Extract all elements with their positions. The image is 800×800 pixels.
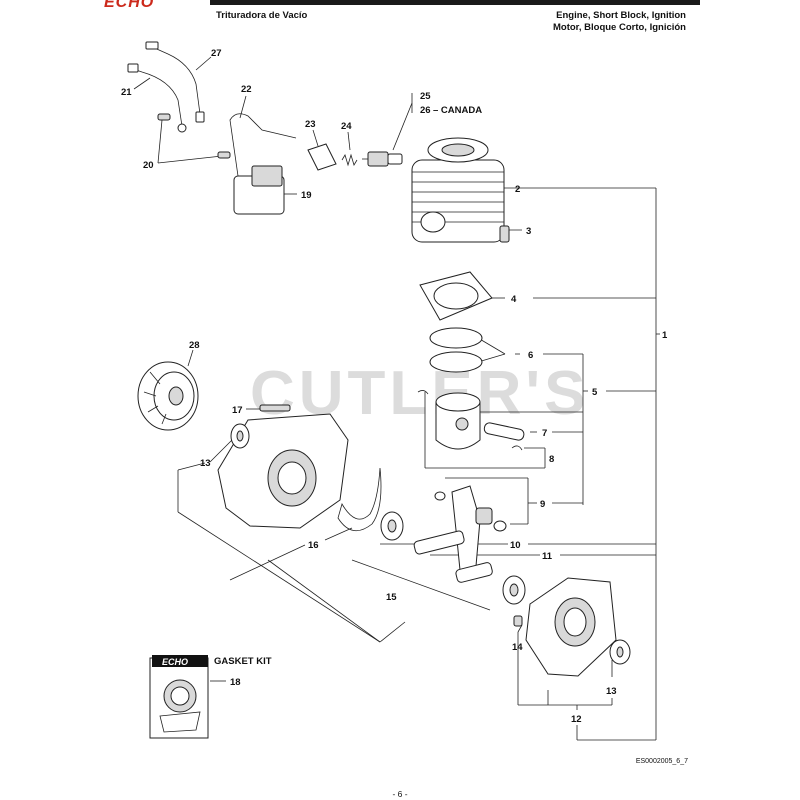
callout-7: 7 (542, 428, 547, 439)
callout-1: 1 (662, 330, 668, 341)
callout-5: 5 (592, 387, 598, 398)
callout-12: 12 (571, 714, 582, 725)
needle-bearing-top (434, 491, 446, 501)
header-subtitle: Trituradora de Vacío (216, 10, 308, 21)
ground-wire-part (129, 67, 183, 127)
circlip-left (417, 390, 429, 395)
leader-lines (133, 56, 660, 741)
callout-15: 15 (386, 592, 397, 603)
header-bar (100, 0, 700, 5)
cylinder-gasket-part (419, 271, 493, 321)
callout-17: 17 (232, 405, 243, 416)
callout-13-right: 13 (606, 686, 617, 697)
plug-spring-part (341, 153, 358, 167)
cylinder-part (411, 137, 505, 243)
dowel-pin-part (513, 615, 523, 627)
callout-23: 23 (305, 119, 316, 130)
callout-18: 18 (230, 677, 241, 688)
gasket-kit-logo: ECHO (162, 657, 188, 667)
piston-part (435, 392, 481, 450)
callout-6: 6 (528, 350, 533, 361)
header-title-es: Motor, Bloque Corto, Ignición (553, 22, 686, 33)
callout-20: 20 (143, 160, 154, 171)
callout-25: 25 (420, 91, 431, 102)
callout-24: 24 (341, 121, 352, 132)
callout-28: 28 (189, 340, 200, 351)
gasket-kit-box: ECHO GASKET KIT (149, 655, 272, 739)
cylinder-bolt-part (499, 225, 510, 243)
callout-27: 27 (211, 48, 222, 59)
gasket-kit-title: GASKET KIT (214, 656, 272, 667)
coil-screw-bottom (217, 151, 231, 159)
crankcase-left-part (217, 413, 349, 529)
figure-code: ES0002005_6_7 (635, 758, 688, 765)
piston-pin-part (483, 422, 525, 441)
callout-13-left: 13 (200, 458, 211, 469)
circlip-right (511, 445, 523, 451)
spark-plug-part (362, 151, 403, 167)
crankcase-gasket-part (337, 467, 382, 532)
echo-logo-text: ECHO (104, 0, 155, 11)
callout-19: 19 (301, 190, 312, 201)
callout-22: 22 (241, 84, 252, 95)
ignition-coil-part (229, 113, 297, 215)
echo-logo: ECHO (100, 0, 210, 12)
piston-ring-lower (429, 351, 483, 373)
callout-11: 11 (542, 551, 553, 562)
callout-2: 2 (515, 184, 520, 195)
piston-ring-upper (429, 327, 483, 349)
stop-wire-part (149, 45, 201, 115)
callout-canada: – CANADA (433, 105, 482, 116)
header-title-en: Engine, Short Block, Ignition (556, 10, 686, 21)
callout-8: 8 (549, 454, 554, 465)
crankcase-right-part (525, 577, 617, 677)
callout-3: 3 (526, 226, 531, 237)
callout-16: 16 (308, 540, 319, 551)
callout-14: 14 (512, 642, 523, 653)
crankshaft-part (413, 485, 493, 583)
flywheel-part (137, 361, 199, 431)
page-number: - 6 - (392, 789, 408, 799)
callout-21: 21 (121, 87, 132, 98)
parts-illustration (127, 41, 631, 677)
header-titles: Engine, Short Block, Ignition Motor, Blo… (553, 10, 686, 34)
callout-10: 10 (510, 540, 521, 551)
plug-cap-part (307, 143, 337, 171)
needle-bearing-bottom (493, 520, 507, 532)
callout-9: 9 (540, 499, 545, 510)
callout-labels: 1 2 3 4 5 6 7 8 9 10 11 12 13 13 14 15 1… (121, 48, 668, 725)
callout-26: 26 (420, 105, 431, 116)
crankcase-bolt-part (259, 404, 291, 412)
callout-4: 4 (511, 294, 517, 305)
gasket-kit-logo-bar (152, 655, 208, 667)
coil-screw-top (157, 113, 171, 121)
